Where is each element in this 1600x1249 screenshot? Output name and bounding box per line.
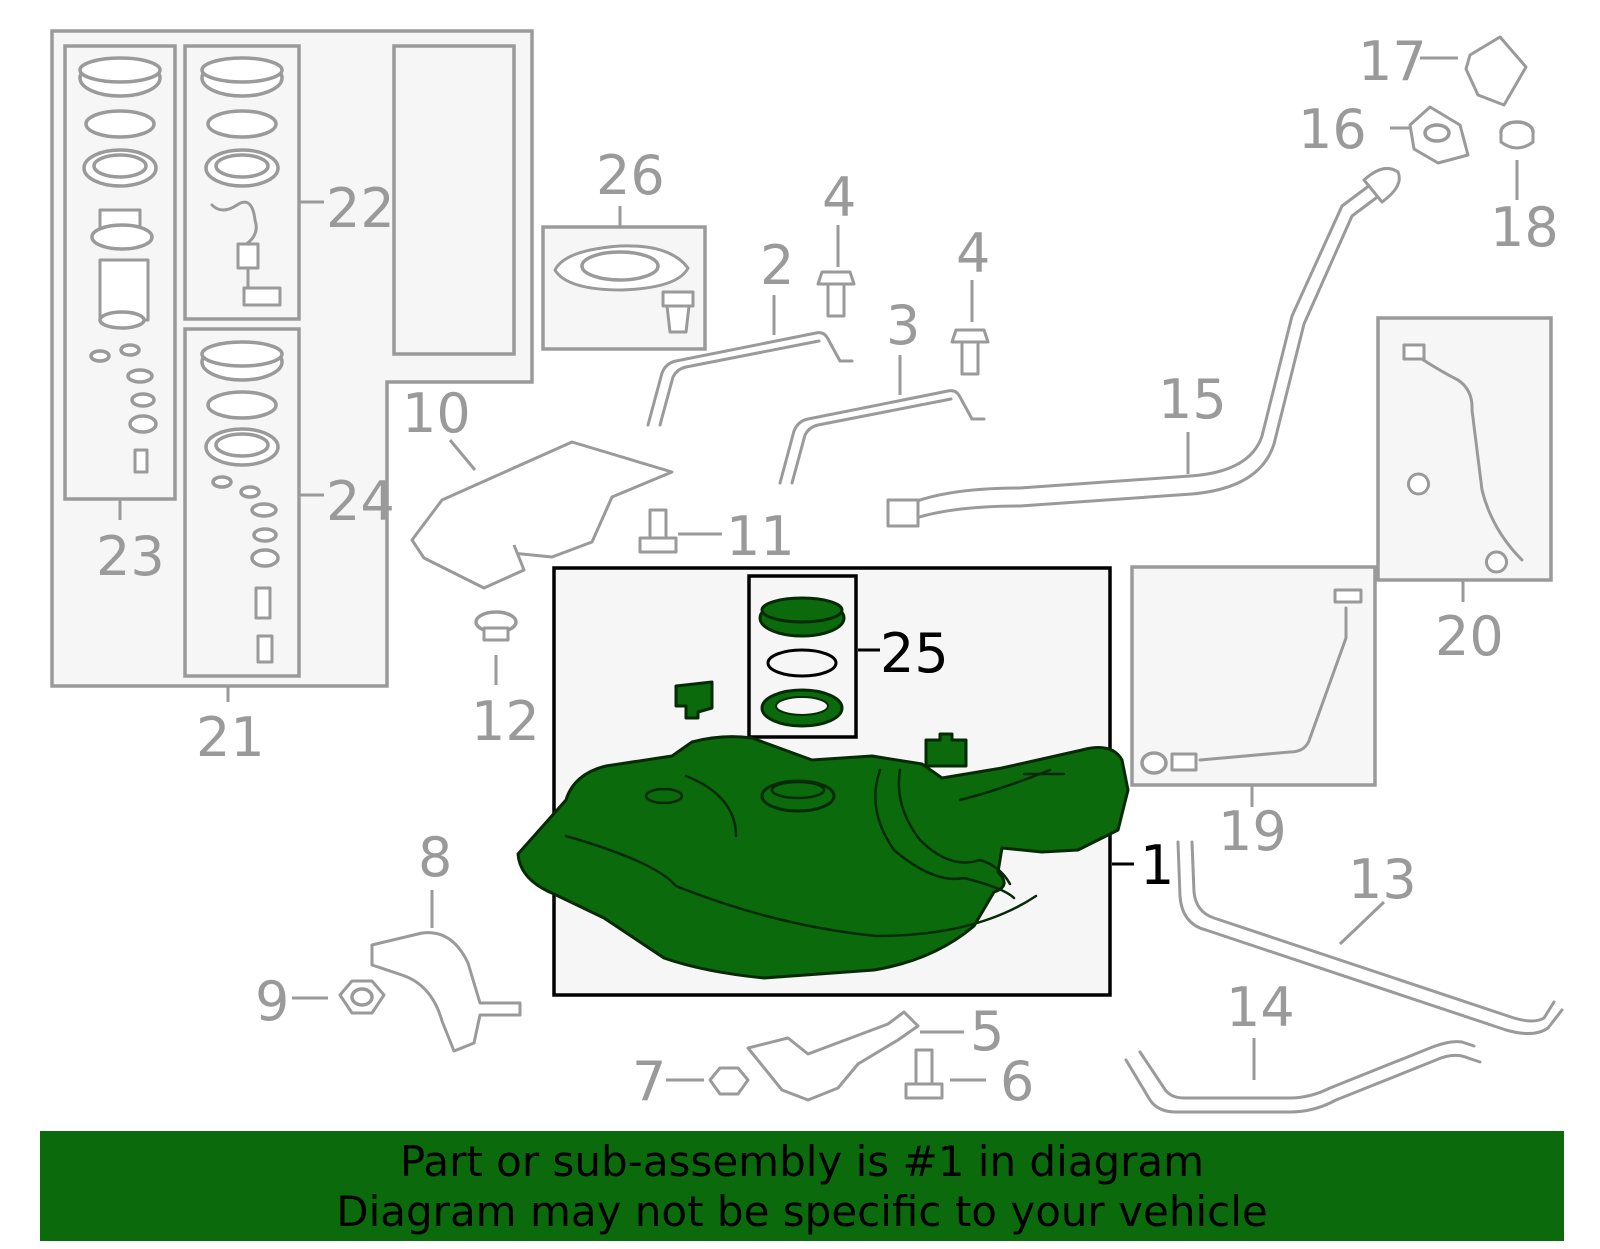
callout-18[interactable]: 18	[1490, 196, 1559, 259]
vent-pipe-kit-19[interactable]	[1130, 565, 1377, 807]
fuel-tank-1-box[interactable]	[516, 566, 1134, 997]
callout-10[interactable]: 10	[402, 382, 471, 445]
callout-labels: 1 2 3 4 4 5 6 7 8 9 10 11 12 13 14 15 16…	[96, 30, 1559, 1113]
callout-24[interactable]: 24	[326, 470, 395, 533]
callout-3[interactable]: 3	[886, 294, 920, 357]
nut-7[interactable]	[666, 1066, 750, 1096]
nut-9[interactable]	[292, 979, 386, 1015]
callout-9[interactable]: 9	[255, 970, 289, 1033]
callout-4a[interactable]: 4	[822, 166, 856, 229]
fuel-cap-17[interactable]	[1420, 35, 1528, 107]
grommet-12[interactable]	[474, 610, 518, 685]
fuel-pump-assembly-group-21[interactable]	[50, 29, 534, 702]
pump-kit-24-parts	[200, 340, 284, 664]
banner-line-1: Part or sub-assembly is #1 in diagram	[399, 1137, 1205, 1186]
callout-14[interactable]: 14	[1226, 976, 1295, 1039]
tank-strap-2[interactable]	[646, 295, 854, 427]
callout-13[interactable]: 13	[1348, 848, 1417, 911]
bolt-4a[interactable]	[816, 225, 856, 318]
callout-6[interactable]: 6	[1000, 1050, 1034, 1113]
callout-23[interactable]: 23	[96, 525, 165, 588]
callout-8[interactable]: 8	[418, 826, 452, 889]
pipe-14[interactable]	[1124, 1038, 1482, 1114]
blank-box	[392, 44, 516, 356]
filler-housing-16[interactable]	[1390, 105, 1470, 165]
callout-1[interactable]: 1	[1140, 834, 1174, 897]
info-banner: Part or sub-assembly is #1 in diagram Di…	[40, 1131, 1564, 1241]
callout-19[interactable]: 19	[1218, 800, 1287, 863]
callout-25[interactable]: 25	[880, 622, 949, 685]
filler-pipe-15[interactable]	[886, 166, 1401, 528]
seal-18[interactable]	[1499, 120, 1535, 200]
bolt-6[interactable]	[904, 1048, 986, 1100]
bracket-5[interactable]	[746, 1010, 964, 1102]
callout-11[interactable]: 11	[726, 505, 795, 568]
bracket-8[interactable]	[370, 890, 522, 1053]
callout-15[interactable]: 15	[1158, 368, 1227, 431]
callout-4b[interactable]: 4	[956, 222, 990, 285]
kit-box-24[interactable]	[183, 327, 301, 678]
sender-kit-22-parts	[200, 56, 284, 307]
callout-26[interactable]: 26	[596, 144, 665, 207]
callout-22[interactable]: 22	[326, 177, 395, 240]
banner-line-2: Diagram may not be specific to your vehi…	[336, 1187, 1268, 1236]
callout-2[interactable]: 2	[760, 234, 794, 297]
pump-kit-23-parts	[78, 56, 162, 474]
tank-strap-3[interactable]	[778, 355, 986, 485]
callout-5[interactable]: 5	[970, 1000, 1004, 1063]
bolt-4b[interactable]	[950, 280, 990, 376]
callout-20[interactable]: 20	[1435, 605, 1504, 668]
callout-21[interactable]: 21	[196, 706, 265, 769]
callout-16[interactable]: 16	[1298, 98, 1367, 161]
heat-shield-10[interactable]	[410, 439, 674, 590]
pump-cover-kit-26[interactable]	[541, 206, 707, 351]
callout-7[interactable]: 7	[632, 1050, 666, 1113]
vent-hose-kit-20[interactable]	[1376, 316, 1553, 602]
bolt-11[interactable]	[638, 508, 722, 554]
pipe-13[interactable]	[1176, 840, 1564, 1035]
callout-12[interactable]: 12	[471, 690, 540, 753]
callout-17[interactable]: 17	[1358, 30, 1427, 93]
